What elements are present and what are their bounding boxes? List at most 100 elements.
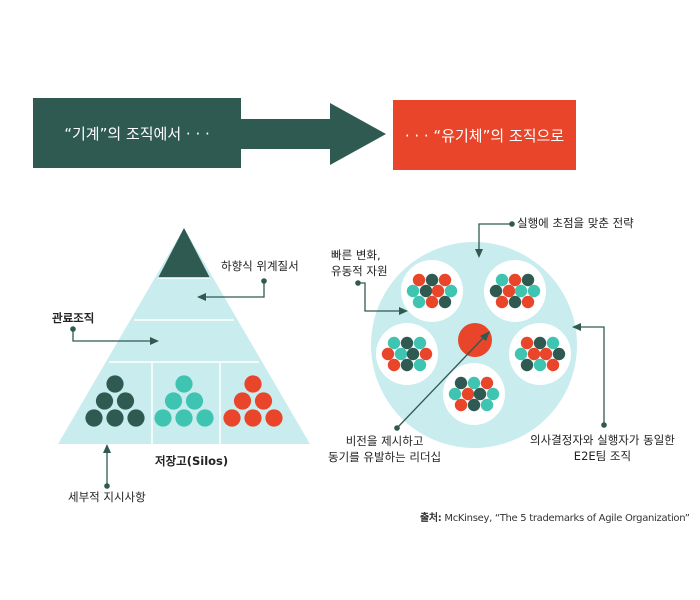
silo-dot bbox=[175, 375, 193, 393]
team-circles bbox=[376, 260, 571, 425]
team-member-dot bbox=[514, 347, 528, 361]
team-member-dot bbox=[467, 376, 481, 390]
teams-label-line2: E2E팀 조직 bbox=[573, 448, 632, 463]
leadership-core bbox=[458, 323, 492, 357]
teams-label-line1: 의사결정자와 실행자가 동일한 bbox=[530, 433, 675, 447]
bureaucracy-leader bbox=[72, 330, 150, 342]
pyramid-callouts bbox=[72, 282, 265, 484]
team-member-dot bbox=[444, 284, 458, 298]
organic-markers bbox=[355, 221, 607, 431]
team-member-dot bbox=[467, 398, 481, 412]
top-down-leader bbox=[205, 282, 265, 298]
silo-dot bbox=[85, 409, 103, 427]
team-member-dot bbox=[454, 376, 468, 390]
team-member-dot bbox=[514, 284, 528, 298]
team-member-dot bbox=[438, 273, 452, 287]
strategy-leader bbox=[478, 223, 511, 250]
pyramid-markers bbox=[70, 278, 267, 489]
teams-label: 의사결정자와 실행자가 동일한 E2E팀 조직 bbox=[530, 433, 675, 464]
team-member-dot bbox=[419, 347, 433, 361]
team-member-dot bbox=[381, 347, 395, 361]
team-member-dot bbox=[387, 336, 401, 350]
team-member-dot bbox=[425, 295, 439, 309]
silo-dot bbox=[175, 409, 193, 427]
team-member-dot bbox=[448, 387, 462, 401]
team-member-dot bbox=[533, 358, 547, 372]
team-member-dot bbox=[480, 398, 494, 412]
team-member-dot bbox=[406, 347, 420, 361]
team-member-dot bbox=[533, 336, 547, 350]
resources-label-line2: 유동적 자원 bbox=[331, 263, 388, 278]
silos-label: 저장고(Silos) bbox=[155, 454, 229, 468]
silo-dot bbox=[244, 409, 262, 427]
silo-dot bbox=[116, 392, 135, 410]
vision-label-line2: 동기를 유발하는 리더십 bbox=[328, 449, 442, 464]
team-member-dot bbox=[431, 284, 445, 298]
silo-dot bbox=[254, 392, 273, 410]
silo-dot bbox=[164, 392, 183, 410]
team-member-dot bbox=[546, 358, 560, 372]
team-member-dot bbox=[473, 387, 487, 401]
silo-dot bbox=[196, 409, 214, 427]
team-member-dot bbox=[495, 273, 509, 287]
organism-org-label: · · · “유기체”의 조직으로 bbox=[404, 126, 565, 145]
source-prefix: 출처: bbox=[420, 513, 442, 524]
silo-dot bbox=[185, 392, 204, 410]
team-member-dot bbox=[527, 284, 541, 298]
transition-arrow bbox=[241, 103, 386, 165]
team-member-dot bbox=[521, 295, 535, 309]
source-note: 출처: McKinsey, “The 5 trademarks of Agile… bbox=[420, 509, 690, 524]
team-member-dot bbox=[394, 347, 408, 361]
team-member-dot bbox=[520, 358, 534, 372]
silo-dot bbox=[244, 375, 262, 393]
team-member-dot bbox=[413, 336, 427, 350]
team-member-dot bbox=[495, 295, 509, 309]
resources-label: 빠른 변화, 유동적 자원 bbox=[331, 248, 388, 279]
instructions-label: 세부적 지시사항 bbox=[68, 490, 146, 504]
team-member-dot bbox=[425, 273, 439, 287]
organism-org-box: · · · “유기체”의 조직으로 bbox=[393, 100, 576, 170]
top-down-label: 하향식 위계질서 bbox=[221, 259, 299, 273]
resources-label-line1: 빠른 변화, bbox=[331, 248, 381, 262]
silo-dot bbox=[106, 409, 124, 427]
resources-leader bbox=[359, 282, 400, 312]
vision-label: 비전을 제시하고 동기를 유발하는 리더십 bbox=[328, 434, 441, 465]
team-member-dot bbox=[502, 284, 516, 298]
team-member-dot bbox=[413, 358, 427, 372]
team-member-dot bbox=[454, 398, 468, 412]
team-member-dot bbox=[546, 336, 560, 350]
silo-dot bbox=[106, 375, 124, 393]
machine-org-box: “기계”의 조직에서 · · · bbox=[33, 98, 241, 168]
team-member-dot bbox=[552, 347, 566, 361]
machine-org-label: “기계”의 조직에서 · · · bbox=[64, 124, 210, 143]
strategy-label: 실행에 초점을 맞춘 전략 bbox=[517, 216, 634, 230]
team-member-dot bbox=[412, 295, 426, 309]
team-member-dot bbox=[521, 273, 535, 287]
team-member-dot bbox=[480, 376, 494, 390]
team-member-dot bbox=[489, 284, 503, 298]
team-member-dot bbox=[486, 387, 500, 401]
team-member-dot bbox=[508, 295, 522, 309]
pyramid-top bbox=[158, 228, 210, 278]
team-member-dot bbox=[539, 347, 553, 361]
vision-leader bbox=[397, 334, 487, 428]
team-member-dot bbox=[406, 284, 420, 298]
team-member-dot bbox=[438, 295, 452, 309]
team-member-dot bbox=[400, 336, 414, 350]
team-member-dot bbox=[520, 336, 534, 350]
team-member-dot bbox=[527, 347, 541, 361]
team-member-dot bbox=[461, 387, 475, 401]
silo-dots bbox=[85, 375, 283, 427]
team-member-dot bbox=[419, 284, 433, 298]
silo-dot bbox=[265, 409, 283, 427]
vision-label-line1: 비전을 제시하고 bbox=[345, 434, 424, 448]
silo-dot bbox=[154, 409, 172, 427]
source-text: McKinsey, “The 5 trademarks of Agile Org… bbox=[444, 513, 690, 524]
silo-dot bbox=[95, 392, 114, 410]
team-member-dot bbox=[400, 358, 414, 372]
team-member-dot bbox=[508, 273, 522, 287]
silo-dot bbox=[223, 409, 241, 427]
team-member-dot bbox=[412, 273, 426, 287]
organic-callouts bbox=[359, 223, 605, 428]
